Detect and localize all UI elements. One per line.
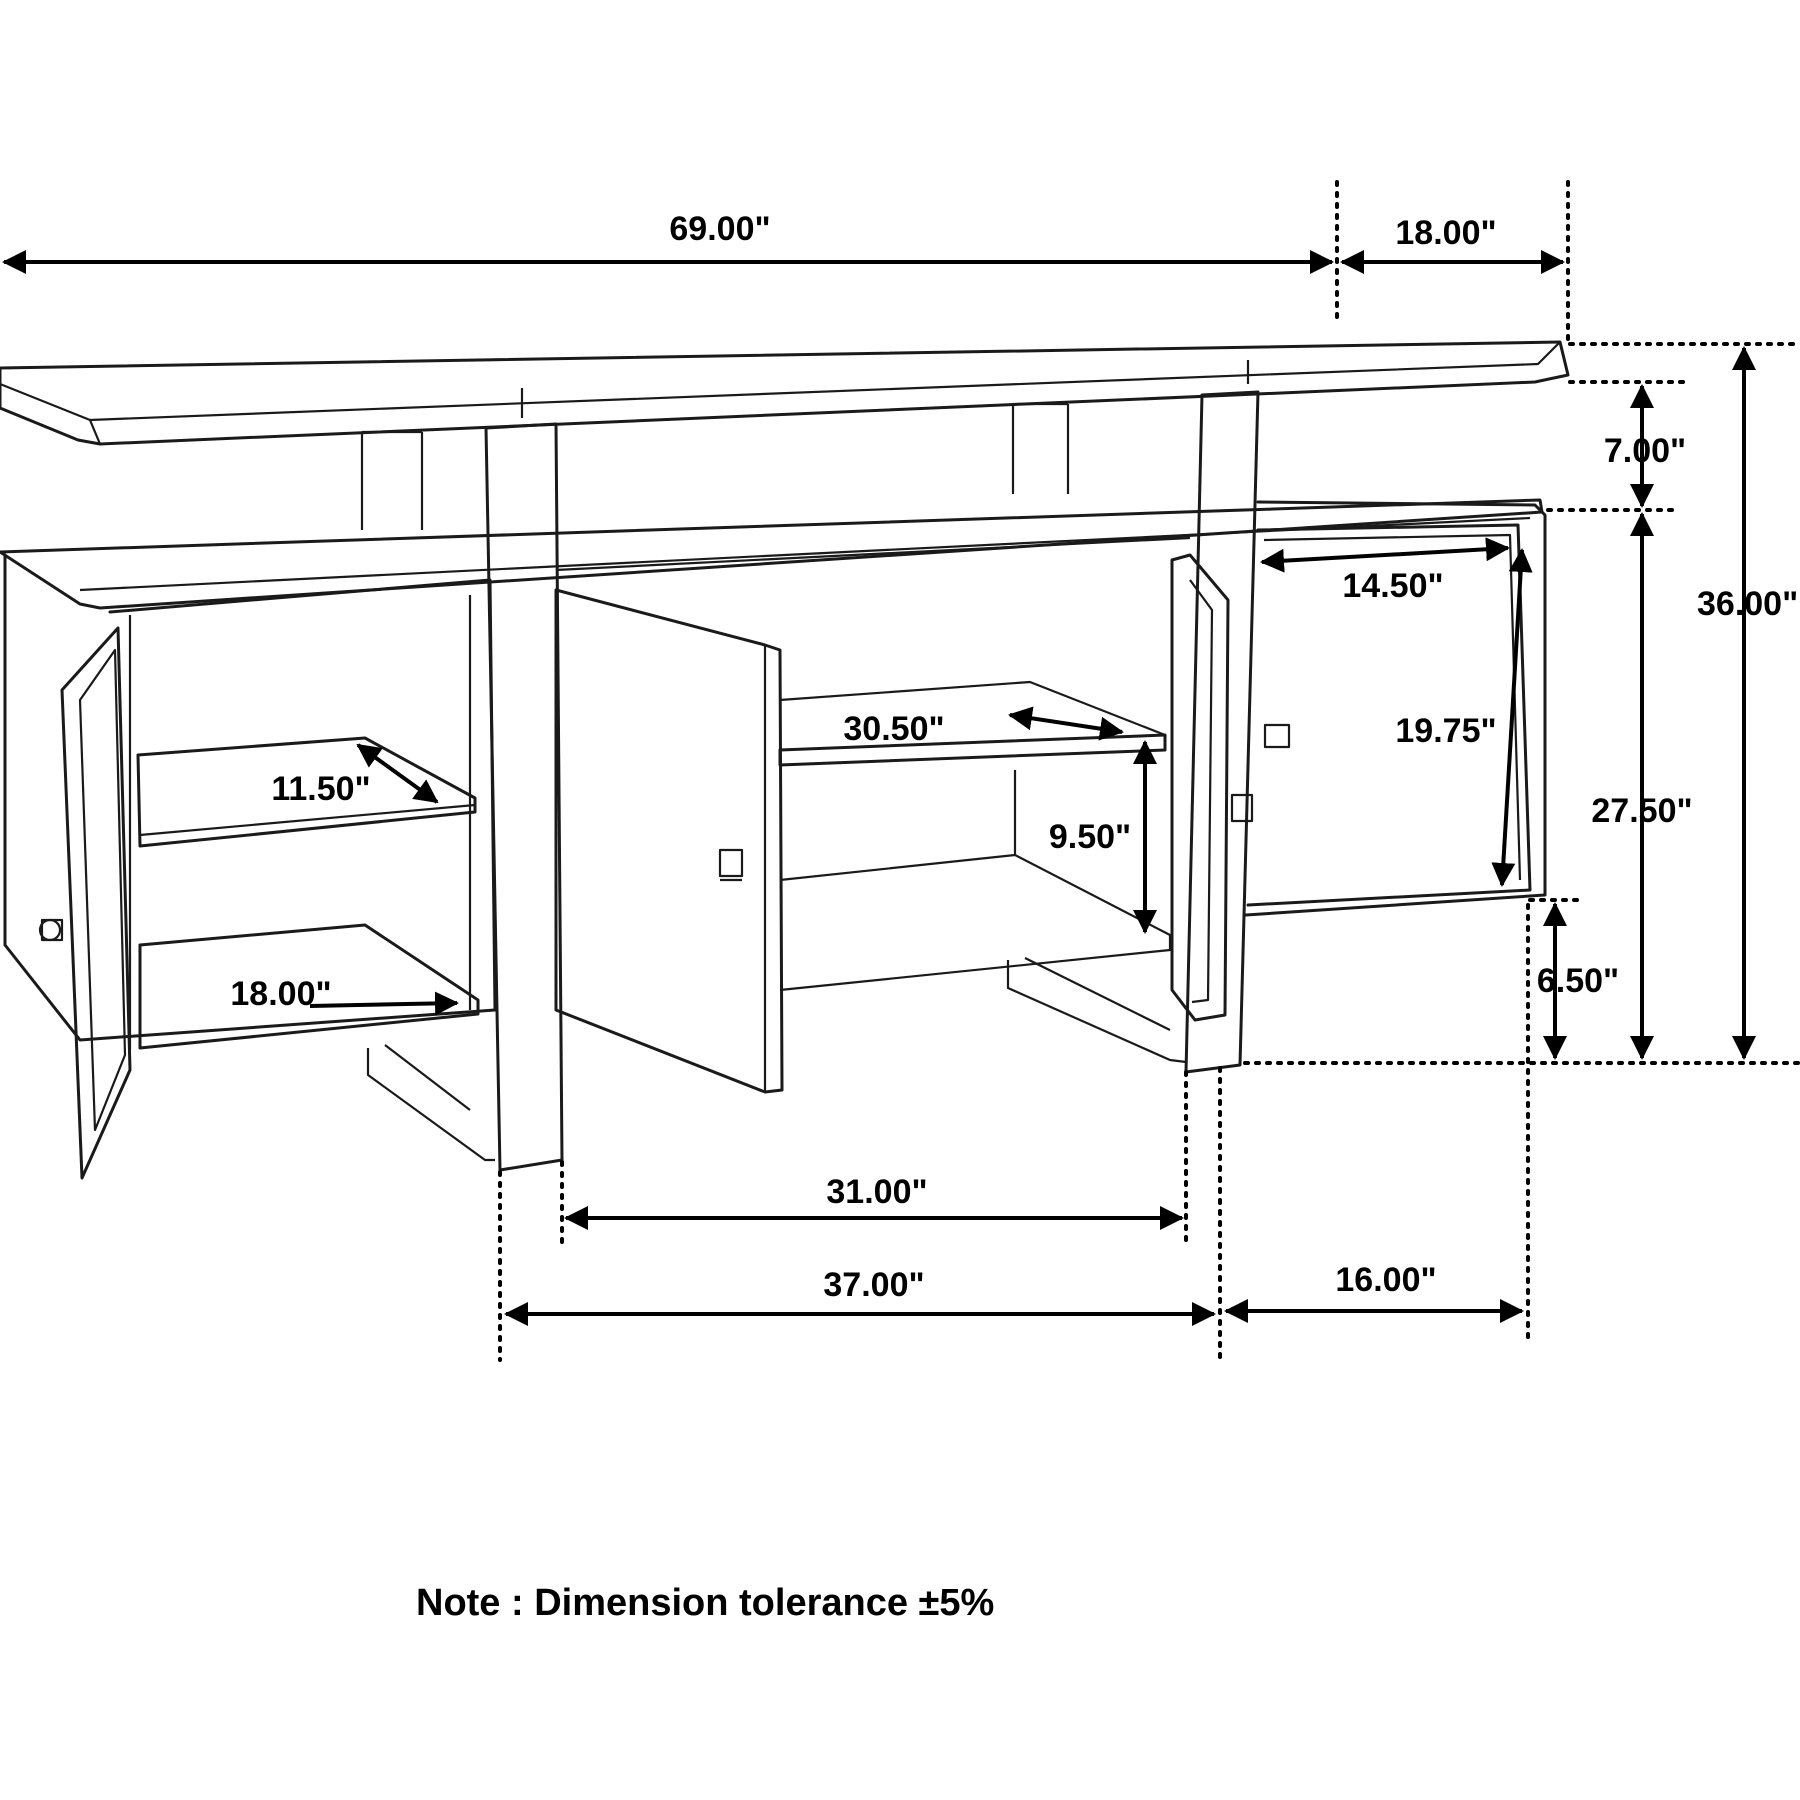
tv-console-drawing xyxy=(0,340,1570,1180)
label-leg-clearance: 6.50" xyxy=(1537,962,1619,1000)
label-width: 69.00" xyxy=(669,210,770,248)
dimension-arrows xyxy=(2,250,1756,1326)
label-center-shelf-gap: 9.50" xyxy=(1049,818,1131,856)
dimension-labels: 69.00" 18.00" 7.00" 36.00" 27.50" 6.50" … xyxy=(230,210,1798,1304)
label-total-height: 36.00" xyxy=(1697,585,1798,623)
label-side-width: 16.00" xyxy=(1335,1261,1436,1299)
arrow-center-shelf-width xyxy=(1008,706,1124,741)
label-depth-top: 18.00" xyxy=(1395,214,1496,252)
dimension-guides xyxy=(498,180,1800,1362)
label-left-shelf-depth: 11.50" xyxy=(271,770,370,808)
label-center-outer-width: 37.00" xyxy=(823,1266,924,1304)
label-right-door-height: 19.75" xyxy=(1395,712,1496,750)
label-top-thickness: 7.00" xyxy=(1604,432,1686,470)
tolerance-note: Note : Dimension tolerance ±5% xyxy=(416,1582,994,1624)
arrow-left-shelf-depth xyxy=(356,743,439,804)
arrow-right-door-height xyxy=(1491,548,1533,887)
label-center-inner-width: 31.00" xyxy=(826,1173,927,1211)
arrow-left-bottom-width xyxy=(309,991,459,1016)
label-cabinet-height: 27.50" xyxy=(1591,792,1692,830)
label-right-door-width: 14.50" xyxy=(1342,567,1443,605)
arrow-right-door-width xyxy=(1260,537,1510,573)
label-left-bottom-width: 18.00" xyxy=(230,975,331,1013)
label-center-shelf-width: 30.50" xyxy=(843,710,944,748)
